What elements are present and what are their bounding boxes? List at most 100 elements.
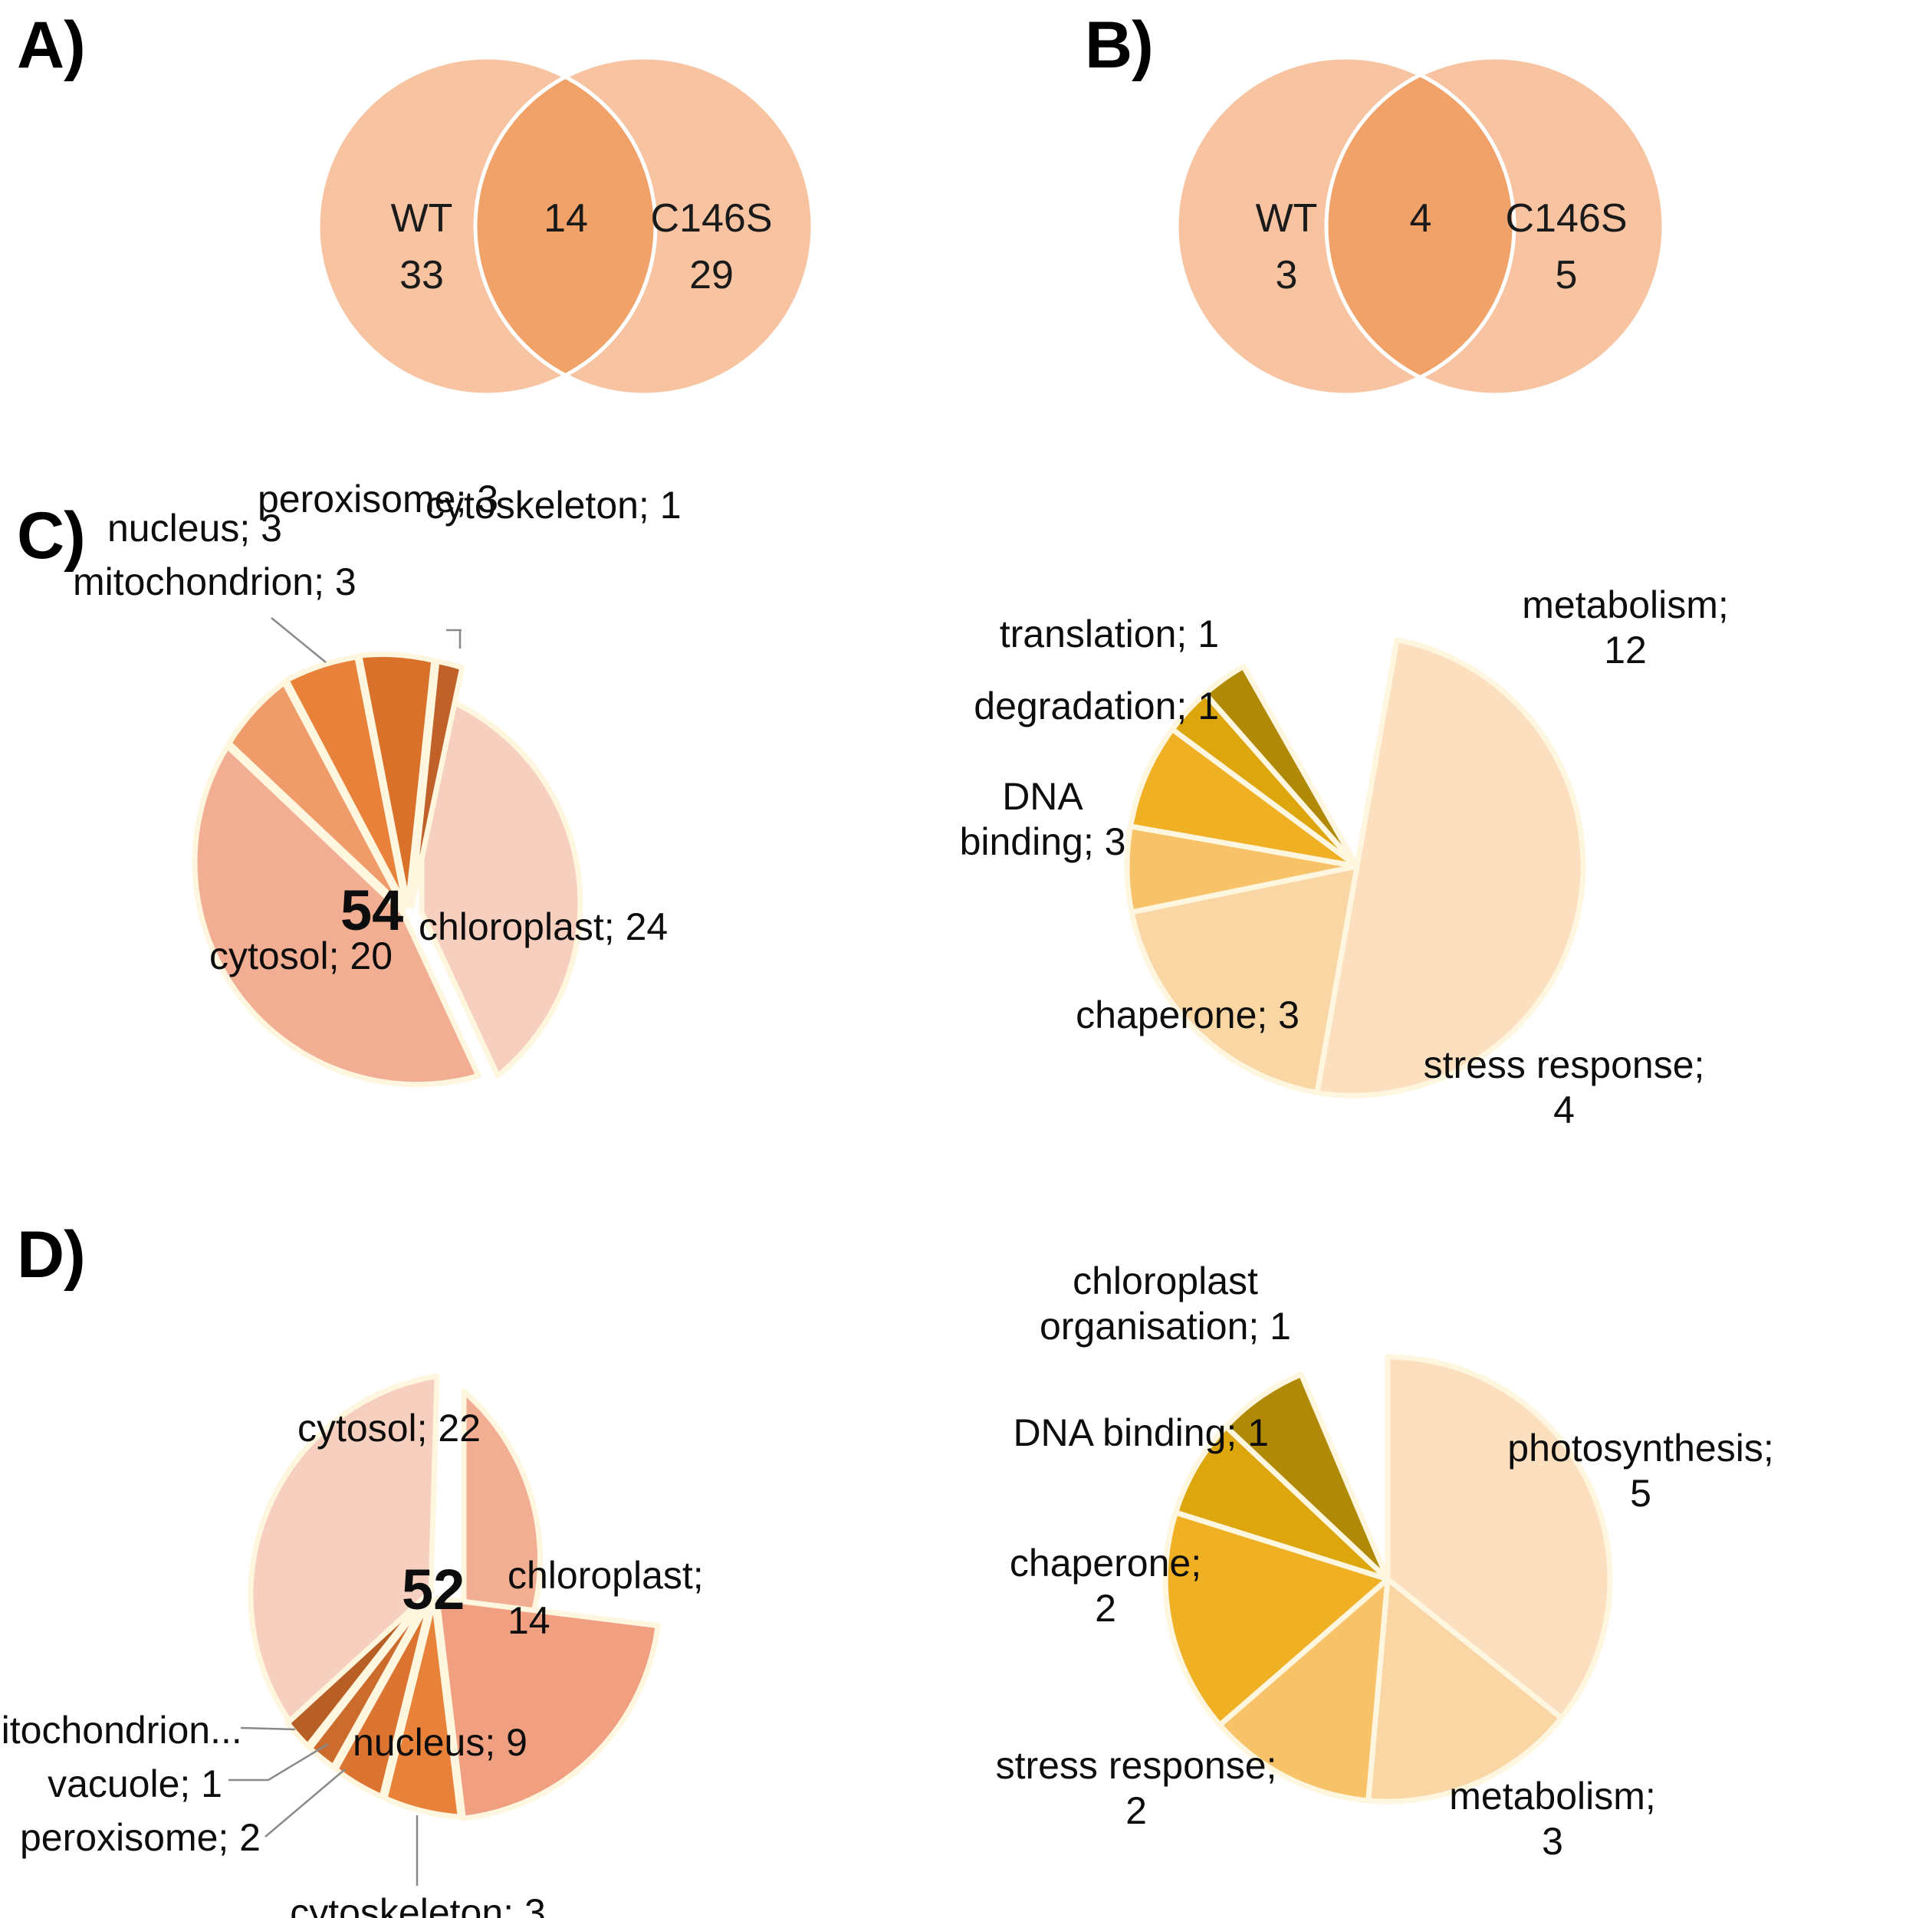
pie-d-left-label-nucleus: nucleus; 9: [353, 1721, 527, 1764]
pie-d-right-label-chloroplast-org: chloroplast organisation; 1: [1004, 1259, 1326, 1349]
pie-d-right-photosynthesis-line1: photosynthesis;: [1507, 1427, 1774, 1470]
venn-b-left-value: 3: [1275, 253, 1298, 297]
pie-d-left-slice-mitochondrion: [284, 1591, 430, 1749]
pie-c-right-slice-stress: [1129, 863, 1360, 1095]
venn-a-left-value: 33: [399, 253, 444, 297]
pie-d-left-label-peroxisome: peroxisome; 2: [19, 1816, 261, 1859]
venn-b-left-name: WT: [1255, 196, 1318, 241]
pie-d-left-label-cytoskeleton: cytoskeleton; 3: [290, 1891, 546, 1918]
venn-b-circle-right-outline: [1324, 55, 1666, 397]
venn-b-left-label: WT 3: [1256, 195, 1318, 298]
pie-d-right-chloroplast-org-line2: organisation; 1: [1039, 1305, 1291, 1348]
pie-c-right-label-stress: stress response; 4: [1418, 1043, 1710, 1133]
venn-b-right-label: C146S 5: [1506, 195, 1628, 298]
pie-d-right-label-chaperone: chaperone; 2: [975, 1541, 1236, 1631]
venn-a-overlap: [475, 57, 656, 395]
venn-a-svg: [316, 55, 815, 397]
venn-b-overlap: [1326, 57, 1514, 395]
pie-c-right-label-dna: DNA binding; 3: [912, 774, 1173, 865]
pie-d-left-label-mitochondrion: mitochondrion...: [0, 1709, 242, 1752]
pie-d-left-slice-nucleus: [434, 1595, 661, 1821]
venn-b-circle-left-outline: [1175, 55, 1516, 397]
pie-d-right-metabolism-line2: 3: [1542, 1820, 1563, 1863]
pie-d-left-svg: [228, 1373, 661, 1886]
pie-d-right-chloroplast-org-line1: chloroplast: [1073, 1260, 1258, 1302]
pie-d-right-label-dna-binding: DNA binding; 1: [1013, 1411, 1269, 1454]
leader-line-peroxisome: [264, 1769, 346, 1838]
venn-a-right-name: C146S: [650, 196, 773, 241]
pie-c-right-label-chaperone: chaperone; 3: [1076, 993, 1300, 1036]
pie-c-right-svg: [1124, 637, 1586, 1099]
pie-d-right-svg: [1162, 1354, 1613, 1805]
pie-c-left-label-chloroplast: chloroplast; 24: [419, 905, 669, 948]
pie-c-right-stress-line2: 4: [1553, 1089, 1575, 1131]
venn-a-right-value: 29: [689, 253, 734, 297]
pie-d-left-slice-cytoskeleton: [382, 1597, 463, 1820]
pie-c-left-center-total: 54: [340, 879, 404, 942]
panel-label-c: C): [17, 499, 86, 573]
pie-d-left-label-chloroplast: chloroplast; 14: [508, 1553, 715, 1644]
pie-d-right-slice-photosynthesis: [1385, 1354, 1613, 1721]
panel-label-d: D): [17, 1218, 86, 1292]
pie-d-right-chaperone-line1: chaperone;: [1009, 1542, 1202, 1585]
venn-b-svg: [1175, 55, 1666, 397]
pie-d-right-photosynthesis-line2: 5: [1630, 1472, 1651, 1515]
pie-d-left-label-cytosol: cytosol; 22: [297, 1407, 481, 1450]
venn-b-overlap-label: 4: [1410, 195, 1432, 241]
pie-c-left-label-peroxisome: peroxisome; 3: [258, 478, 499, 521]
pie-c-right-label-translation: translation; 1: [999, 613, 1219, 655]
pie-c-right-slice-metabolism: [1314, 637, 1586, 1099]
pie-d-left-chloroplast-line1: chloroplast;: [508, 1554, 704, 1597]
pie-d-right-label-stress: stress response; 2: [975, 1743, 1297, 1834]
pie-c-right-metabolism-line2: 12: [1604, 629, 1647, 672]
pie-chart-d-left: 52 cytosol; 22 chloroplast; 14 nucleus; …: [0, 1303, 704, 1918]
pie-chart-c-right: metabolism; 12 stress response; 4 chaper…: [960, 583, 1729, 1131]
pie-d-left-slice-cytosol: [248, 1373, 440, 1724]
pie-d-left-slice-vacuole: [307, 1593, 432, 1770]
pie-c-left-slice-cytosol: [192, 743, 481, 1088]
pie-c-left-label-cytosol: cytosol; 20: [209, 934, 393, 977]
pie-c-left-svg: [192, 617, 583, 1088]
pie-c-right-metabolism-line1: metabolism;: [1522, 583, 1729, 626]
pie-d-right-slice-chloroplast-org: [1223, 1371, 1391, 1582]
pie-c-right-dna-line2: binding; 3: [959, 820, 1126, 863]
pie-d-right-label-metabolism: metabolism; 3: [1434, 1774, 1671, 1864]
pie-d-left-slice-peroxisome: [333, 1595, 434, 1800]
venn-b-overlap-value: 4: [1409, 196, 1432, 241]
pie-c-right-slice-translation: [1202, 663, 1360, 869]
venn-diagram-a: WT 33 14 C146S 29: [276, 42, 859, 410]
panel-label-b: B): [1085, 8, 1154, 82]
panel-label-a: A): [17, 8, 86, 82]
venn-a-left-label: WT 33: [391, 195, 453, 298]
venn-a-overlap-label: 14: [544, 195, 588, 241]
pie-d-right-slice-metabolism: [1365, 1576, 1565, 1805]
pie-d-right-slice-chaperone: [1162, 1509, 1391, 1728]
pie-c-left-slice-cytoskeleton: [409, 658, 465, 909]
pie-c-left-label-cytoskeleton: cytoskeleton; 1: [426, 484, 682, 527]
pie-d-right-metabolism-line1: metabolism;: [1449, 1775, 1656, 1818]
pie-d-right-label-photosynthesis: photosynthesis; 5: [1503, 1426, 1779, 1516]
venn-a-circle-right-outline: [473, 55, 815, 397]
leader-line-vacuole: [228, 1742, 329, 1782]
venn-a-circle-left-outline: [316, 55, 658, 397]
pie-d-left-chloroplast-line2: 14: [508, 1599, 550, 1642]
pie-c-right-label-metabolism: metabolism; 12: [1503, 583, 1748, 673]
venn-b-right-value: 5: [1555, 253, 1578, 297]
pie-d-right-slice-dna: [1173, 1424, 1391, 1582]
venn-a-right-label: C146S 29: [651, 195, 773, 298]
pie-d-right-stress-line1: stress response;: [995, 1744, 1277, 1787]
pie-chart-d-right: photosynthesis; 5 metabolism; 3 stress r…: [996, 1260, 1774, 1863]
pie-c-left-label-nucleus: nucleus; 3: [107, 507, 282, 550]
pie-c-left-label-mitochondrion: mitochondrion; 3: [73, 560, 356, 603]
venn-a-overlap-value: 14: [544, 196, 588, 241]
leader-line-nucleus: [271, 617, 327, 663]
pie-c-left-slice-mitochondrion: [226, 679, 407, 911]
pie-c-left-slice-peroxisome: [356, 652, 437, 908]
pie-d-right-chaperone-line2: 2: [1095, 1587, 1116, 1630]
pie-d-right-stress-line2: 2: [1125, 1789, 1147, 1832]
pie-d-left-label-vacuole: vacuole; 1: [48, 1762, 222, 1805]
pie-chart-c-left: 54 chloroplast; 24 cytosol; 20 mitochond…: [73, 478, 682, 1150]
pie-c-right-stress-line1: stress response;: [1423, 1043, 1705, 1086]
pie-c-right-label-degradation: degradation; 1: [974, 685, 1219, 727]
